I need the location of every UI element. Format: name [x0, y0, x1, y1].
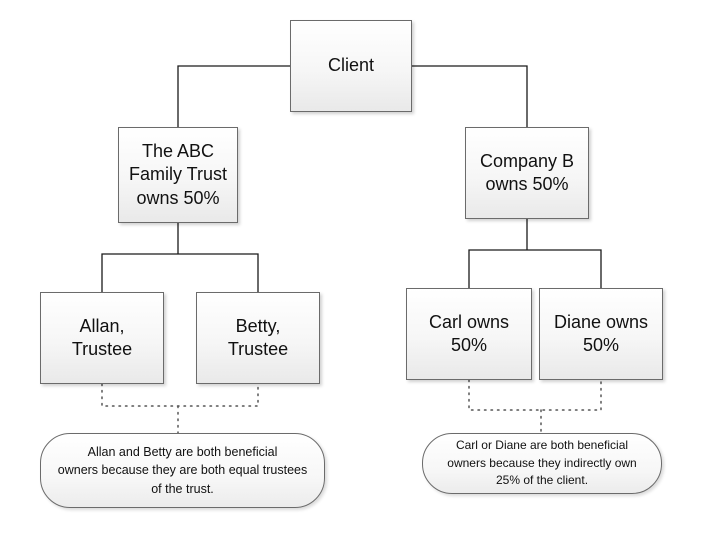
- abc-family-trust-node-label: The ABC Family Trust owns 50%: [128, 140, 227, 208]
- connector-abc-trust-to-trustees: [101, 253, 259, 292]
- connector-company-b-to-owners: [468, 249, 602, 288]
- dotted-bracket-trustees: [101, 383, 259, 407]
- diane-owner-node-label: Diane owns 50%: [553, 311, 649, 355]
- trustees-explanation-text: Allan and Betty are both beneficial owne…: [57, 445, 308, 496]
- allan-trustee-node: Allan, Trustee: [40, 292, 164, 384]
- carl-owner-node-label: Carl owns 50%: [428, 311, 510, 355]
- trustees-explanation-note: Allan and Betty are both beneficial owne…: [40, 433, 325, 508]
- connector-client-to-company-b: [412, 65, 528, 127]
- betty-trustee-node-label: Betty, Trustee: [227, 315, 289, 359]
- abc-family-trust-node: The ABC Family Trust owns 50%: [118, 127, 238, 223]
- owners-explanation-text: Carl or Diane are both beneficial owners…: [447, 438, 637, 488]
- client-node: Client: [290, 20, 412, 112]
- company-b-node: Company B owns 50%: [465, 127, 589, 219]
- owners-explanation-note: Carl or Diane are both beneficial owners…: [422, 433, 662, 494]
- carl-owner-node: Carl owns 50%: [406, 288, 532, 380]
- company-b-node-label: Company B owns 50%: [479, 150, 575, 194]
- betty-trustee-node: Betty, Trustee: [196, 292, 320, 384]
- connector-client-to-abc-trust: [177, 65, 290, 127]
- client-node-label: Client: [327, 55, 375, 76]
- diane-owner-node: Diane owns 50%: [539, 288, 663, 380]
- allan-trustee-node-label: Allan, Trustee: [71, 315, 133, 359]
- dotted-bracket-owners: [468, 379, 602, 411]
